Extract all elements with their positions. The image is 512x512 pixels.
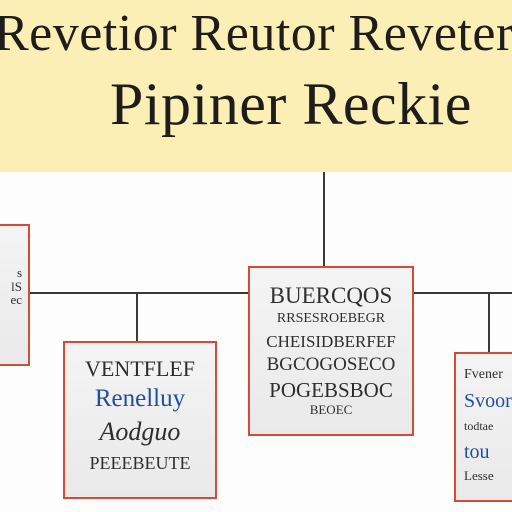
card-center-line: POGEBSBOC (269, 377, 393, 402)
card-center-line: BGCOGOSECO (266, 353, 396, 375)
connector-to-left-card (136, 292, 138, 342)
card-left-edge: s lS ec (0, 224, 30, 366)
card-left-edge-line: s (16, 265, 22, 280)
banner-title-line-2: Pipiner Reckie (110, 71, 472, 137)
card-right: Fvener Svoor todtae tou Lesse (454, 352, 512, 502)
connector-horizontal-main (30, 292, 248, 294)
card-right-line: Fvener (464, 367, 503, 382)
card-center: BUERCQOS RRSESROEBEGR CHEISIDBERFEF BGCO… (248, 266, 414, 436)
title-banner: Revetior Reutor Reveter Pipiner Reckie (0, 0, 512, 172)
card-left-edge-line: lS (11, 278, 22, 294)
card-left-line: VENTFLEF (85, 356, 195, 381)
connector-vertical-top (323, 172, 325, 267)
banner-title-line-1: Revetior Reutor Reveter (0, 5, 512, 62)
card-right-line: todtae (464, 418, 494, 433)
card-right-line: tou (464, 441, 490, 464)
card-center-line: CHEISIDBERFEF (266, 331, 396, 351)
card-left-line: PEEEBEUTE (89, 452, 191, 473)
card-center-line: RRSESROEBEGR (276, 311, 386, 327)
connector-horizontal-right (413, 292, 512, 294)
card-left: VENTFLEF Renelluy Aodguo PEEEBEUTE (63, 341, 217, 499)
card-right-line: Svoor (464, 389, 512, 412)
connector-to-right-card (488, 292, 490, 352)
card-center-line: ВЕОЕС (309, 401, 353, 417)
card-center-line: BUERCQOS (269, 283, 393, 308)
card-left-line: Renelluy (94, 385, 186, 413)
card-left-edge-line: ec (10, 292, 22, 308)
card-left-line: Aodguo (99, 417, 181, 447)
card-right-line: Lesse (464, 468, 494, 484)
